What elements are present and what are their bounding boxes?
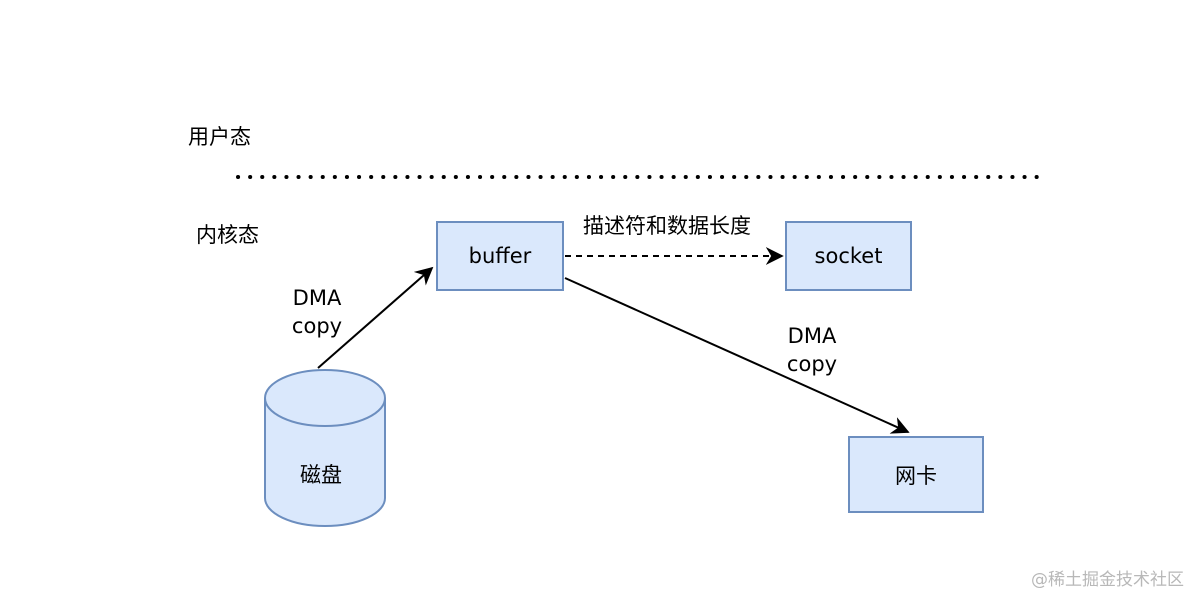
edge-label-disk-to-buffer: DMA copy <box>286 284 348 340</box>
edge-label-buffer-to-nic: DMA copy <box>780 322 844 378</box>
edge-label-buffer-to-socket: 描述符和数据长度 <box>583 214 751 238</box>
disk-cylinder <box>264 369 386 527</box>
edge-label-line-1: DMA <box>787 324 837 348</box>
socket-node: socket <box>785 221 912 291</box>
nic-label: 网卡 <box>895 463 937 488</box>
user-space-label: 用户态 <box>188 125 251 149</box>
buffer-label: buffer <box>468 244 532 268</box>
nic-node: 网卡 <box>848 436 984 513</box>
buffer-node: buffer <box>436 221 564 291</box>
edge-buffer-to-nic <box>564 277 910 434</box>
disk-label: 磁盘 <box>300 463 342 487</box>
kernel-space-label: 内核态 <box>196 223 259 247</box>
watermark: @稀土掘金技术社区 <box>1031 570 1184 590</box>
edge-disk-to-buffer <box>317 266 434 369</box>
edge-label-line-2: copy <box>786 352 838 376</box>
edge-label-line-1: DMA <box>292 286 342 310</box>
edge-label-line-2: copy <box>291 314 343 338</box>
socket-label: socket <box>814 244 883 268</box>
